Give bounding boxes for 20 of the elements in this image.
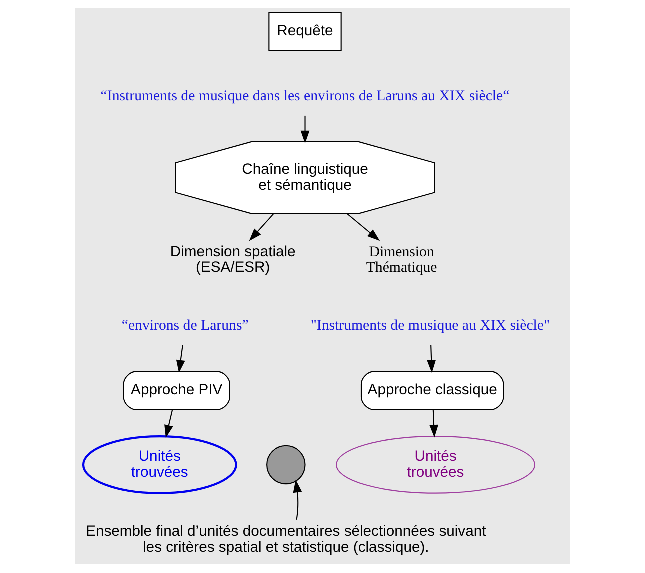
arrow <box>176 345 186 374</box>
arrow <box>346 213 380 242</box>
node-text: Ensemble final d’unités documentaires sélectionnées suivant les critères spatial et statistique (classique). <box>86 524 486 556</box>
node-circle <box>266 445 306 485</box>
node-ellipse: Unités trouvées <box>82 436 238 494</box>
arrow <box>293 480 302 520</box>
node-ellipse: Unités trouvées <box>336 436 536 494</box>
arrow <box>164 410 174 438</box>
node-text: “environs de Laruns” <box>122 318 249 334</box>
node-box: Approche classique <box>360 371 504 410</box>
node-box: Requête <box>268 12 342 52</box>
node-text: Dimension Thématique <box>366 244 438 276</box>
node-text: “Instruments de musique dans les environs de Laruns au XIX siècle“ <box>100 88 510 104</box>
arrow <box>427 345 436 374</box>
node-text: Dimension spatiale (ESA/ESR) <box>170 244 296 276</box>
arrow <box>430 410 439 438</box>
arrow <box>249 214 274 242</box>
node-box: Approche PIV <box>123 371 230 410</box>
node-text: "Instruments de musique au XIX siècle" <box>310 318 550 334</box>
arrow <box>300 116 310 144</box>
